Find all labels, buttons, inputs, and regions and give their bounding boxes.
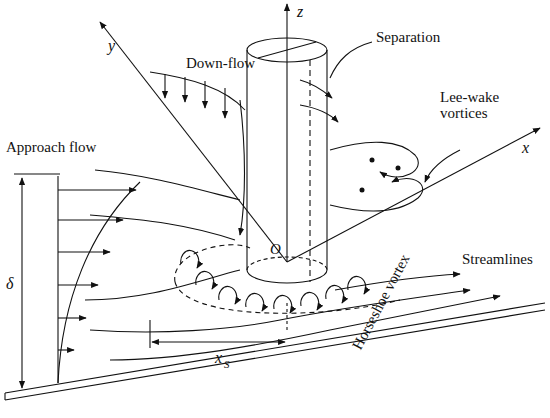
- cylinder-base: [247, 270, 327, 283]
- velocity-profile: [58, 182, 140, 383]
- depth-dimension: [21, 178, 22, 388]
- vortex-loop: [246, 293, 264, 311]
- vortex-loop: [181, 250, 199, 268]
- text-label: x: [522, 140, 529, 157]
- text-label: δ: [6, 276, 13, 293]
- bed-edge: [4, 393, 5, 400]
- lee-wake-vortex: [330, 142, 418, 177]
- vortex-dot: [396, 166, 401, 171]
- text-label: y: [108, 38, 115, 55]
- bed-edge: [5, 303, 545, 393]
- vortex-loop: [348, 276, 366, 294]
- vortex-loop: [219, 286, 237, 304]
- vortex-loop: [196, 271, 214, 289]
- cylinder-side: [326, 50, 327, 270]
- leader-line: [330, 42, 372, 78]
- subscript-label: S: [224, 359, 230, 371]
- separation-distance: [152, 341, 285, 342]
- vortex-loop: [274, 295, 292, 313]
- x-axis: [287, 128, 540, 262]
- z-axis: [286, 4, 287, 262]
- extension-line: [14, 173, 60, 174]
- text-label: Lee-wake vortices: [440, 90, 510, 122]
- profile-axis: [57, 176, 58, 383]
- vortex-loop: [326, 285, 344, 303]
- text-label: Approach flow: [6, 140, 96, 156]
- vortex-loop: [301, 292, 319, 310]
- vortex-dot: [370, 158, 375, 163]
- text-label: Down-flow: [186, 56, 255, 72]
- text-label: Separation: [376, 30, 440, 46]
- down-flow-line: [150, 72, 245, 110]
- vortex-dot: [360, 188, 365, 193]
- text-label: z: [297, 4, 303, 21]
- text-label: O: [270, 242, 281, 258]
- lee-wake-vortex: [330, 178, 423, 210]
- text-label: x: [215, 350, 222, 367]
- text-label: Streamlines: [462, 252, 533, 268]
- bed-edge: [5, 310, 545, 400]
- cylinder-side: [246, 50, 247, 270]
